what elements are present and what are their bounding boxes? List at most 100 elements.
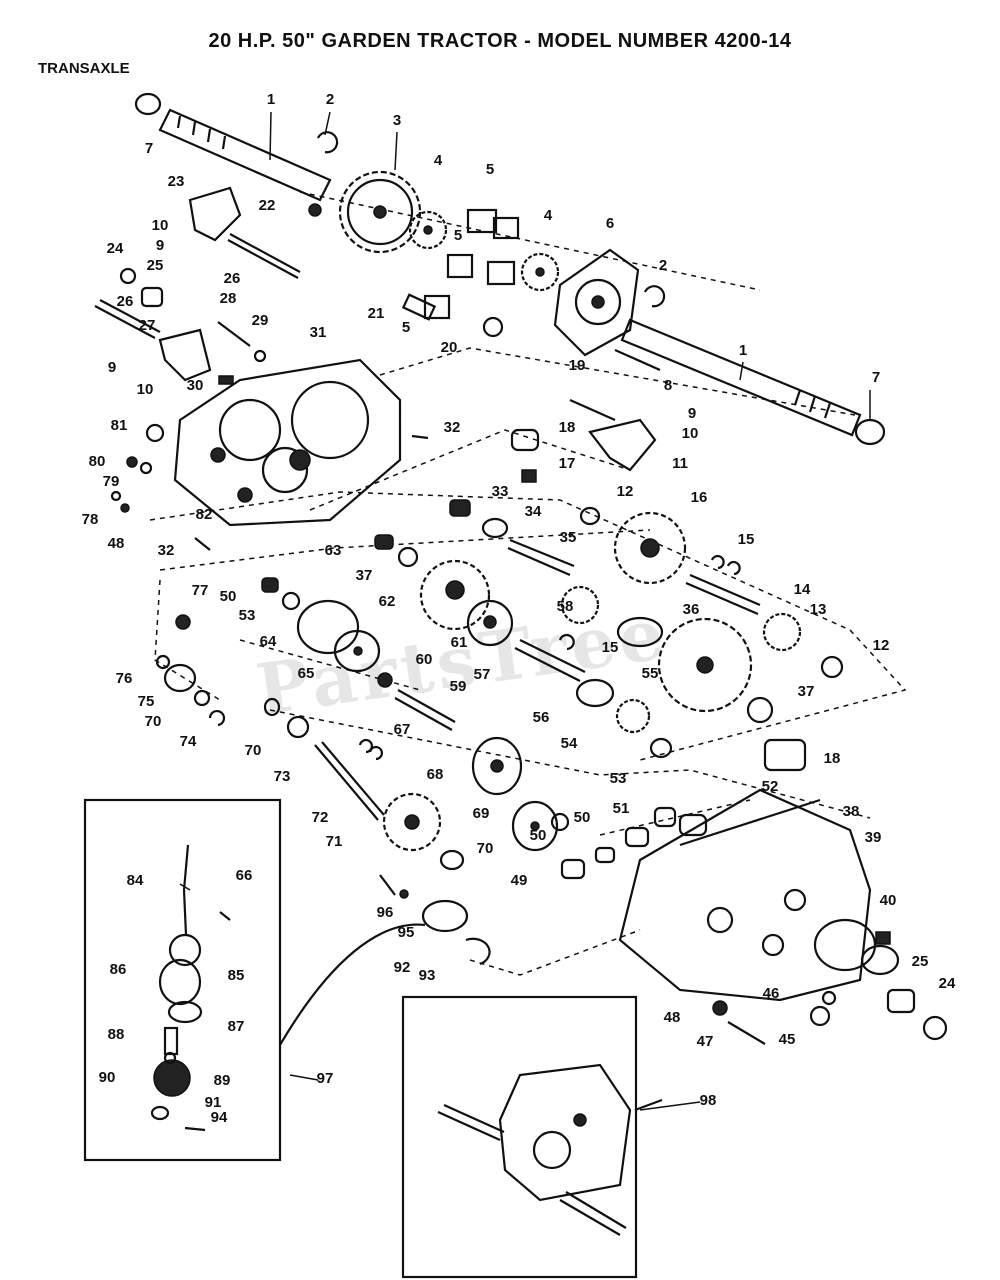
part-callout-2: 2 (659, 257, 667, 274)
part-callout-52: 52 (762, 778, 779, 795)
part-callout-30: 30 (187, 377, 204, 394)
part-callout-78: 78 (82, 511, 99, 528)
part-callout-4: 4 (434, 152, 443, 169)
part-callout-31: 31 (310, 324, 327, 341)
part-callout-77: 77 (192, 582, 209, 599)
assembled-transaxle-inset-98 (401, 995, 663, 1279)
watermark: PartsTree (251, 592, 672, 732)
part-callout-27: 27 (139, 317, 156, 334)
part-callout-38: 38 (843, 803, 860, 820)
part-callout-15: 15 (738, 531, 755, 548)
part-callout-79: 79 (103, 473, 120, 490)
part-callout-29: 29 (252, 312, 269, 329)
part-callout-70: 70 (145, 713, 162, 730)
part-callout-88: 88 (108, 1026, 125, 1043)
transmission-case-39 (560, 738, 948, 1045)
part-callout-56: 56 (533, 709, 550, 726)
part-callout-21: 21 (368, 305, 385, 322)
part-callout-55: 55 (642, 665, 659, 682)
part-callout-61: 61 (451, 634, 468, 651)
gear-4-upper (408, 210, 448, 250)
part-callout-68: 68 (427, 766, 444, 783)
part-callout-76: 76 (116, 670, 133, 687)
part-callout-71: 71 (326, 833, 343, 850)
part-callout-93: 93 (419, 967, 436, 984)
differential-carrier-6 (553, 248, 640, 357)
part-callout-53: 53 (239, 607, 256, 624)
part-callout-62: 62 (379, 593, 396, 610)
part-callout-92: 92 (394, 959, 411, 976)
small-parts-upper (94, 186, 661, 472)
part-callout-28: 28 (220, 290, 237, 307)
part-callout-47: 47 (697, 1033, 714, 1050)
part-callout-8: 8 (664, 377, 672, 394)
shift-lever-inset-97 (83, 798, 426, 1162)
part-callout-26: 26 (117, 293, 134, 310)
part-callout-15: 15 (602, 639, 619, 656)
part-callout-13: 13 (810, 601, 827, 618)
washer-7-left (134, 92, 162, 116)
part-callout-32: 32 (158, 542, 175, 559)
part-callout-90: 90 (99, 1069, 116, 1086)
part-callout-10: 10 (682, 425, 699, 442)
part-callout-23: 23 (168, 173, 185, 190)
part-callout-19: 19 (569, 357, 586, 374)
part-callout-81: 81 (111, 417, 128, 434)
part-callout-63: 63 (325, 542, 342, 559)
part-callout-50: 50 (220, 588, 237, 605)
part-callout-49: 49 (511, 872, 528, 889)
axle-shaft-left (158, 108, 332, 202)
left-gear-stack (155, 577, 570, 871)
part-callout-58: 58 (557, 598, 574, 615)
part-callout-17: 17 (559, 455, 576, 472)
part-callout-34: 34 (525, 503, 542, 520)
part-callout-87: 87 (228, 1018, 245, 1035)
part-callout-9: 9 (108, 359, 116, 376)
part-callout-1: 1 (739, 342, 747, 359)
part-callout-50: 50 (574, 809, 591, 826)
part-callout-48: 48 (664, 1009, 681, 1026)
part-callout-37: 37 (356, 567, 373, 584)
part-callout-35: 35 (560, 529, 577, 546)
assembly-guide-lines (149, 191, 907, 976)
case-small-parts (110, 423, 429, 551)
part-callout-67: 67 (394, 721, 411, 738)
part-callout-74: 74 (180, 733, 197, 750)
part-callout-1: 1 (267, 91, 275, 108)
part-callout-39: 39 (865, 829, 882, 846)
pinion-gears-5 (423, 208, 520, 320)
part-callout-95: 95 (398, 924, 415, 941)
part-callout-46: 46 (763, 985, 780, 1002)
part-callout-57: 57 (474, 666, 491, 683)
part-callout-10: 10 (137, 381, 154, 398)
part-callout-86: 86 (110, 961, 127, 978)
part-callout-9: 9 (156, 237, 164, 254)
part-callout-37: 37 (798, 683, 815, 700)
part-callout-66: 66 (236, 867, 253, 884)
part-callout-97: 97 (317, 1070, 334, 1087)
part-callout-9: 9 (688, 405, 696, 422)
part-callout-10: 10 (152, 217, 169, 234)
part-callout-18: 18 (559, 419, 576, 436)
part-callout-24: 24 (107, 240, 124, 257)
part-callout-33: 33 (492, 483, 509, 500)
part-callout-64: 64 (260, 633, 277, 650)
middle-gear-train (374, 428, 844, 759)
part-callout-18: 18 (824, 750, 841, 767)
retaining-rings-2 (317, 131, 666, 308)
part-callout-54: 54 (561, 735, 578, 752)
part-callout-84: 84 (127, 872, 144, 889)
part-callout-12: 12 (617, 483, 634, 500)
part-callout-98: 98 (700, 1092, 717, 1109)
part-callout-96: 96 (377, 904, 394, 921)
part-callout-14: 14 (794, 581, 811, 598)
part-callout-82: 82 (196, 506, 213, 523)
part-callout-53: 53 (610, 770, 627, 787)
part-callout-91: 91 (205, 1094, 222, 1111)
part-callout-26: 26 (224, 270, 241, 287)
part-callout-5: 5 (454, 227, 462, 244)
part-callout-25: 25 (912, 953, 929, 970)
part-callout-16: 16 (691, 489, 708, 506)
